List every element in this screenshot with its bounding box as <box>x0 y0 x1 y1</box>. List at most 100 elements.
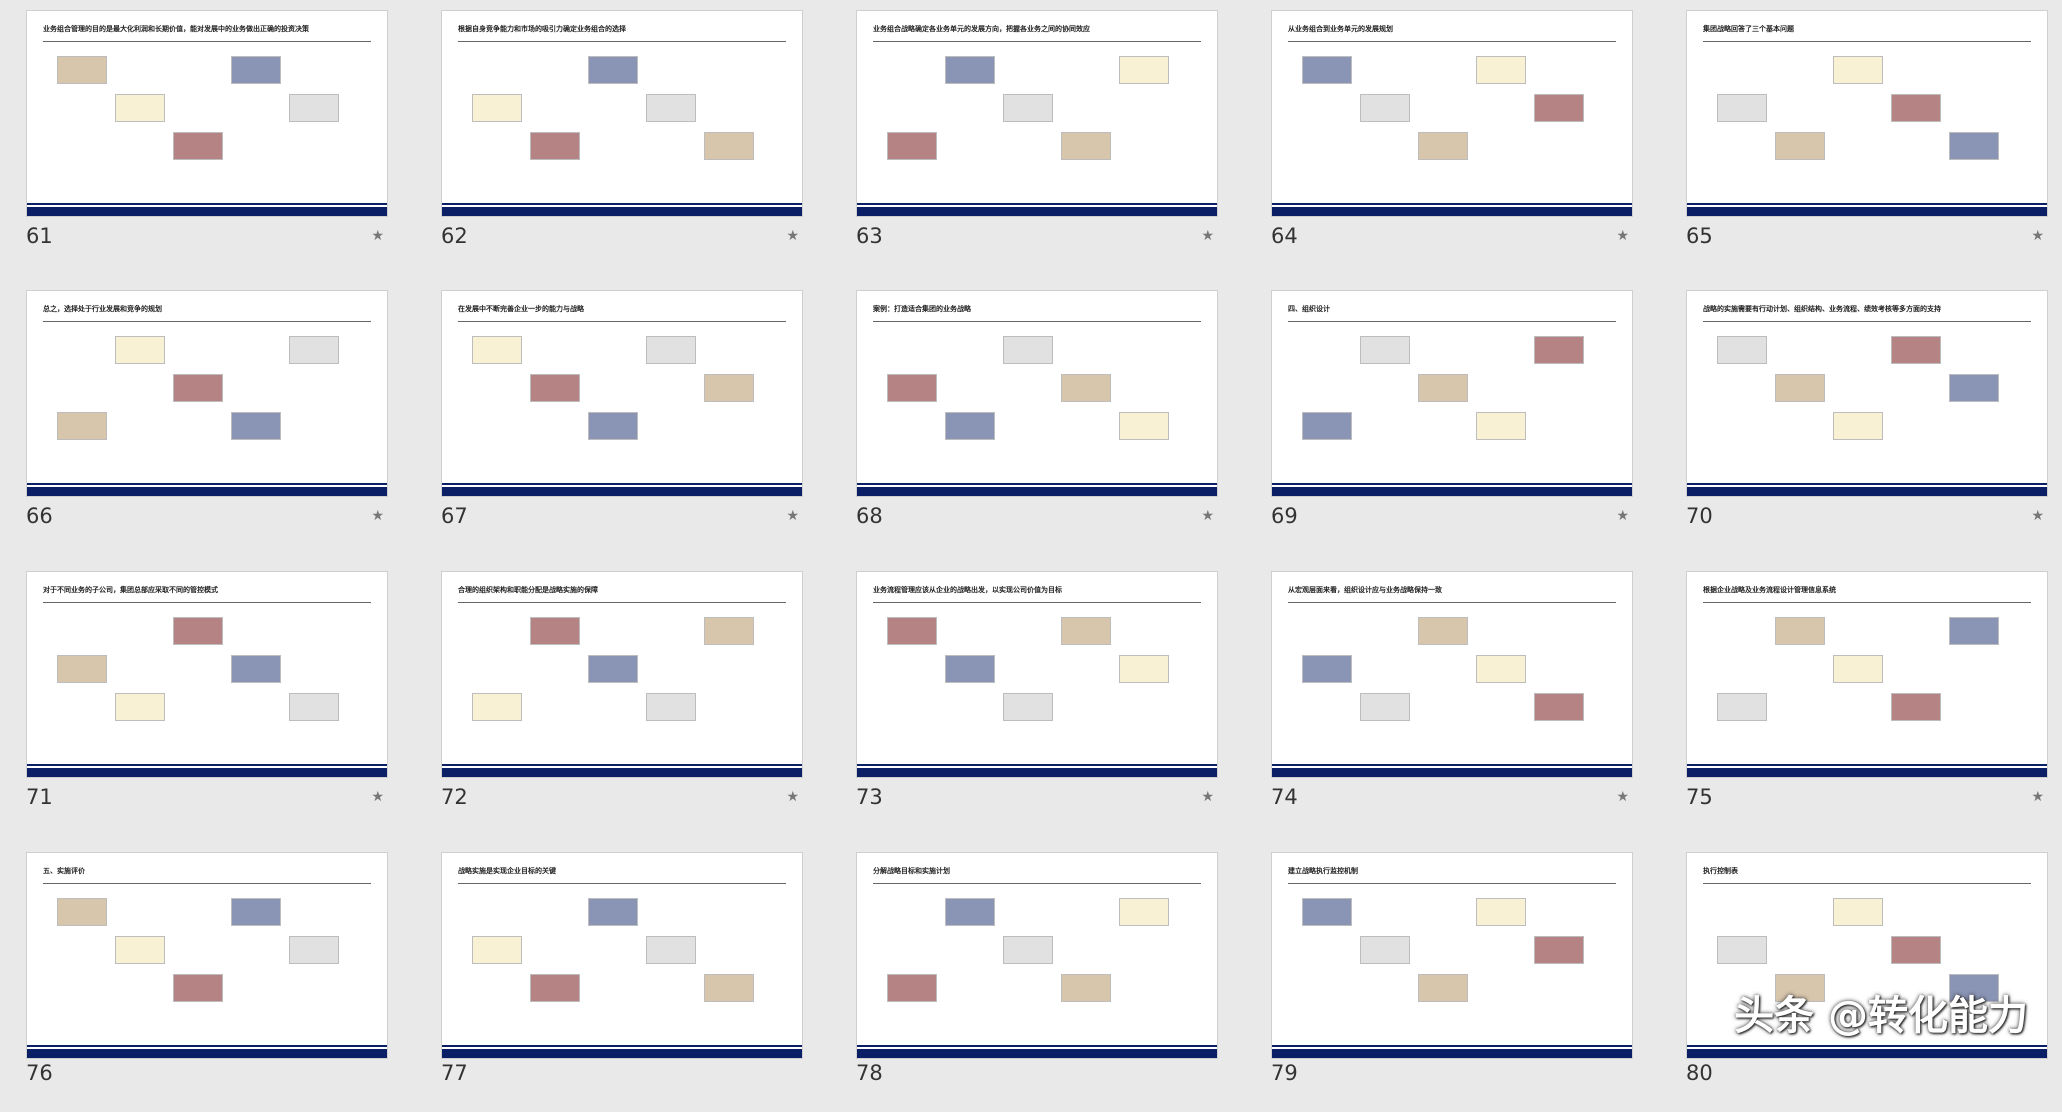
slide-preview[interactable]: 在发展中不断完善企业一步的能力与战略 <box>441 290 803 497</box>
slide-title: 根据自身竞争能力和市场的吸引力确定业务组合的选择 <box>458 25 626 33</box>
animation-star-icon[interactable]: ★ <box>1201 228 1214 244</box>
title-rule <box>1703 41 2031 42</box>
content-shape <box>1360 94 1410 122</box>
content-shape <box>1302 655 1352 683</box>
content-shape <box>530 132 580 160</box>
slide-preview[interactable]: 业务流程管理应该从企业的战略出发，以实现公司价值为目标 <box>856 571 1218 778</box>
content-shape <box>1302 56 1352 84</box>
slide-preview[interactable]: 从业务组合到业务单元的发展规划 <box>1271 10 1633 217</box>
animation-star-icon[interactable]: ★ <box>1201 789 1214 805</box>
footer-bar <box>27 768 387 777</box>
animation-star-icon[interactable]: ★ <box>371 789 384 805</box>
content-shape <box>57 655 107 683</box>
title-rule <box>43 883 371 884</box>
content-shape <box>530 974 580 1002</box>
animation-star-icon[interactable]: ★ <box>786 228 799 244</box>
slide-preview[interactable]: 总之，选择处于行业发展和竞争的规划 <box>26 290 388 497</box>
animation-star-icon[interactable]: ★ <box>2031 228 2044 244</box>
slide-number: 74 <box>1271 785 1298 809</box>
slide-preview[interactable]: 战略实施是实现企业目标的关键 <box>441 852 803 1059</box>
slide-preview[interactable]: 业务组合战略确定各业务单元的发展方向，把握各业务之间的协同效应 <box>856 10 1218 217</box>
footer-line <box>442 1045 802 1047</box>
slide-content-graphic <box>1717 898 2017 1028</box>
animation-star-icon[interactable]: ★ <box>786 789 799 805</box>
slide-content-graphic <box>472 898 772 1028</box>
content-shape <box>1891 693 1941 721</box>
slide-preview[interactable]: 对于不同业务的子公司，集团总部应采取不同的管控模式 <box>26 571 388 778</box>
slide-preview[interactable]: 执行控制表 <box>1686 852 2048 1059</box>
title-rule <box>873 321 1201 322</box>
footer-bar <box>1687 1049 2047 1058</box>
content-shape <box>472 94 522 122</box>
content-shape <box>887 132 937 160</box>
content-shape <box>1775 974 1825 1002</box>
slide-preview[interactable]: 四、组织设计 <box>1271 290 1633 497</box>
slide-title: 业务流程管理应该从企业的战略出发，以实现公司价值为目标 <box>873 586 1062 594</box>
slide-title: 在发展中不断完善企业一步的能力与战略 <box>458 305 584 313</box>
slide-title: 从业务组合到业务单元的发展规划 <box>1288 25 1393 33</box>
footer-bar <box>857 487 1217 496</box>
slide-preview[interactable]: 根据企业战略及业务流程设计管理信息系统 <box>1686 571 2048 778</box>
content-shape <box>1003 94 1053 122</box>
animation-star-icon[interactable]: ★ <box>1616 789 1629 805</box>
animation-star-icon[interactable]: ★ <box>2031 789 2044 805</box>
animation-star-icon[interactable]: ★ <box>371 508 384 524</box>
animation-star-icon[interactable]: ★ <box>1201 508 1214 524</box>
title-rule <box>1288 883 1616 884</box>
title-rule <box>873 602 1201 603</box>
animation-star-icon[interactable]: ★ <box>371 228 384 244</box>
title-rule <box>1288 41 1616 42</box>
slide-thumbnail-74[interactable]: 从宏观层面来看，组织设计应与业务战略保持一致 74 ★ <box>1271 571 1633 831</box>
animation-star-icon[interactable]: ★ <box>786 508 799 524</box>
slide-preview[interactable]: 集团战略回答了三个基本问题 <box>1686 10 2048 217</box>
title-rule <box>458 41 786 42</box>
content-shape <box>472 936 522 964</box>
slide-title: 集团战略回答了三个基本问题 <box>1703 25 1794 33</box>
slide-preview[interactable]: 根据自身竞争能力和市场的吸引力确定业务组合的选择 <box>441 10 803 217</box>
animation-star-icon[interactable]: ★ <box>2031 508 2044 524</box>
animation-star-icon[interactable]: ★ <box>1616 228 1629 244</box>
slide-preview[interactable]: 合理的组织架构和职能分配是战略实施的保障 <box>441 571 803 778</box>
slide-title: 战略实施是实现企业目标的关键 <box>458 867 556 875</box>
slide-preview[interactable]: 案例：打造适合集团的业务战略 <box>856 290 1218 497</box>
slide-preview[interactable]: 建立战略执行监控机制 <box>1271 852 1633 1059</box>
content-shape <box>1302 898 1352 926</box>
footer-line <box>442 764 802 766</box>
slide-preview[interactable]: 战略的实施需要有行动计划、组织结构、业务流程、绩效考核等多方面的支持 <box>1686 290 2048 497</box>
animation-star-icon[interactable]: ★ <box>1616 508 1629 524</box>
content-shape <box>231 898 281 926</box>
content-shape <box>1360 936 1410 964</box>
content-shape <box>289 693 339 721</box>
content-shape <box>1891 936 1941 964</box>
content-shape <box>1833 898 1883 926</box>
slide-preview[interactable]: 从宏观层面来看，组织设计应与业务战略保持一致 <box>1271 571 1633 778</box>
slide-title: 建立战略执行监控机制 <box>1288 867 1358 875</box>
slide-preview[interactable]: 业务组合管理的目的是最大化利润和长期价值，能对发展中的业务做出正确的投资决策 <box>26 10 388 217</box>
slide-preview[interactable]: 分解战略目标和实施计划 <box>856 852 1218 1059</box>
content-shape <box>1717 336 1767 364</box>
slide-preview[interactable]: 五、实施评价 <box>26 852 388 1059</box>
content-shape <box>1476 898 1526 926</box>
slide-content-graphic <box>472 336 772 466</box>
content-shape <box>231 655 281 683</box>
slide-content-graphic <box>1302 898 1602 1028</box>
